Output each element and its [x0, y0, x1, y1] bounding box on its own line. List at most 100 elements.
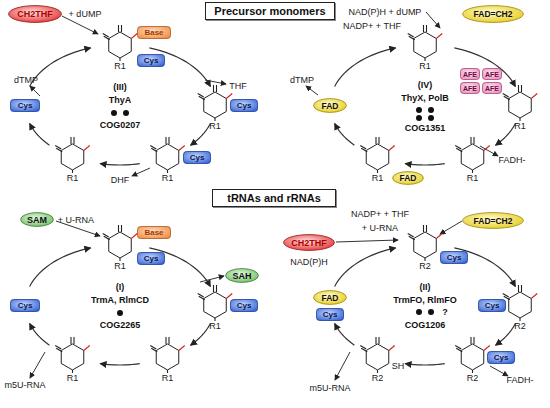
reaction-arrow: [30, 352, 45, 378]
reaction-arrow: [30, 86, 40, 96]
cycle-arrow: [191, 324, 211, 346]
node-text: FAD=CH2: [474, 9, 513, 19]
node-text: FAD: [322, 293, 339, 303]
uracil-ring: [360, 337, 395, 373]
cycle-arrow: [30, 248, 91, 287]
bond-line: [456, 148, 462, 152]
node-rect: [441, 252, 468, 264]
sam-ellipse: SAH: [225, 268, 259, 283]
bond-line: [199, 96, 205, 100]
afe-box: AFE: [482, 68, 502, 80]
reaction-arrow: [335, 352, 350, 380]
flavin-ellipse: FAD: [313, 290, 347, 305]
annotation-label: R2: [467, 374, 479, 383]
annotation-label: m5U-RNA: [4, 381, 45, 390]
annotation-label: R1: [372, 174, 384, 183]
ring-bonds: [509, 92, 532, 118]
node-ellipse: [284, 235, 335, 251]
uracil-ring: [455, 337, 490, 373]
node-ellipse: [21, 213, 54, 227]
node-rect: [317, 309, 344, 321]
annotation-label: ?: [442, 308, 448, 317]
annotation-label: DHF: [111, 176, 130, 185]
ring-bonds: [509, 292, 532, 318]
methylene-thf-ellipse: CH2THF: [8, 5, 62, 23]
base-residue-box: Base: [137, 226, 171, 239]
annotation-label: COG0207: [100, 121, 141, 130]
node-rect: [11, 300, 40, 312]
ring-bonds: [414, 232, 437, 258]
uracil-ring: [503, 85, 538, 121]
bond-line: [179, 345, 185, 350]
annotation-label: R1: [162, 374, 174, 383]
node-text: tRNAs and rRNAs: [227, 192, 321, 204]
cysteine-box: Cys: [183, 151, 211, 164]
node-text: FAD=CH2: [474, 216, 513, 226]
node-rect: [138, 27, 171, 39]
annotation-label: THF: [229, 82, 247, 91]
node-text: AFE: [485, 85, 499, 92]
node-text: Cys: [144, 254, 159, 263]
flavin-ellipse: FAD=CH2: [462, 212, 524, 229]
node-rect: [461, 83, 480, 94]
uracil-ring: [198, 85, 233, 121]
node-ellipse: [393, 172, 424, 185]
bond-line: [168, 137, 169, 144]
section-header: tRNAs and rRNAs: [212, 189, 336, 207]
uracil-ring: [455, 137, 490, 173]
uracil-ring: [103, 25, 138, 61]
bond-line: [213, 85, 214, 92]
bond-line: [73, 337, 74, 344]
bond-line: [521, 85, 522, 92]
bond-line: [531, 294, 537, 299]
annotation-label: (III): [113, 83, 127, 92]
annotation-label: NAD(P)H: [290, 258, 328, 267]
annotation-label: COG1206: [405, 321, 446, 330]
ring-bonds: [156, 344, 179, 370]
ring-bonds: [204, 92, 227, 118]
annotation-label: R1: [67, 174, 79, 183]
annotation-label: (I): [116, 283, 125, 292]
section-header: Precursor monomers: [205, 2, 335, 20]
cycle-arrow: [30, 48, 91, 87]
bond-line: [473, 137, 474, 144]
bond-line: [378, 337, 379, 344]
cysteine-box: Cys: [137, 54, 165, 67]
node-text: FAD: [400, 173, 417, 183]
cycle-arrow: [100, 364, 140, 365]
reaction-arrow: [205, 80, 226, 84]
cycle-arrow: [335, 48, 396, 87]
bond-line: [165, 137, 166, 144]
bond-line: [70, 137, 71, 144]
cycle-arrow: [191, 124, 211, 146]
annotation-label: + U-RNA: [58, 216, 94, 225]
bond-line: [484, 345, 490, 350]
subunit-dot: [123, 110, 129, 116]
node-text: Cys: [485, 301, 500, 310]
annotation-label: FADH-: [499, 156, 526, 165]
cysteine-box: Cys: [316, 308, 344, 321]
cycle-arrow: [335, 324, 355, 346]
bond-line: [131, 34, 137, 39]
annotation-label: R1: [67, 374, 79, 383]
node-text: Precursor monomers: [214, 5, 325, 17]
cycle-arrow: [496, 124, 516, 146]
annotation-label: NADP+ + THF: [351, 210, 409, 219]
cycle-arrow: [454, 48, 515, 87]
annotation-label: COG1351: [405, 124, 446, 133]
annotation-label: TrmA, RlmCD: [91, 296, 149, 305]
bond-line: [121, 225, 122, 232]
node-text: SAH: [232, 271, 251, 281]
ring-bonds: [61, 144, 84, 170]
uracil-ring: [503, 285, 538, 321]
bond-line: [473, 337, 474, 344]
annotation-label: + U-RNA: [362, 224, 398, 233]
node-rect: [138, 253, 165, 265]
bond-line: [436, 34, 442, 39]
subunit-dot: [428, 115, 434, 121]
bond-line: [167, 170, 168, 173]
bond-line: [213, 285, 214, 292]
bond-line: [531, 94, 537, 99]
annotation-label: NADP+ + THF: [343, 22, 401, 31]
annotation-label: m5U-RNA: [309, 384, 350, 393]
